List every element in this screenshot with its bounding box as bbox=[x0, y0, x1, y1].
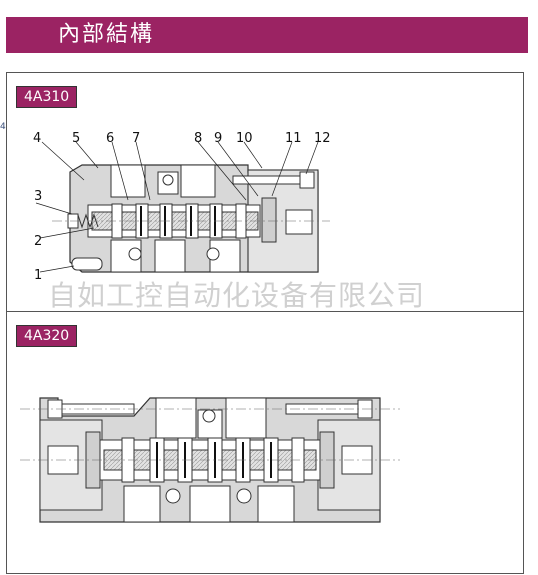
callout-1: 1 bbox=[34, 268, 42, 283]
model-label-4a320: 4A320 bbox=[16, 325, 78, 347]
callout-11: 11 bbox=[285, 131, 302, 146]
model-label-4a310: 4A310 bbox=[16, 86, 78, 108]
section-divider bbox=[7, 311, 523, 312]
callout-4: 4 bbox=[33, 131, 41, 146]
content-frame bbox=[6, 72, 524, 574]
section-title: 內部結構 bbox=[58, 22, 155, 47]
callout-10: 10 bbox=[236, 131, 253, 146]
section-header: 內部結構 bbox=[6, 17, 528, 53]
edge-mark: 4 bbox=[0, 122, 6, 132]
callout-8: 8 bbox=[194, 131, 202, 146]
callout-12: 12 bbox=[314, 131, 331, 146]
callout-9: 9 bbox=[214, 131, 222, 146]
callout-6: 6 bbox=[106, 131, 114, 146]
callout-5: 5 bbox=[72, 131, 80, 146]
callout-7: 7 bbox=[132, 131, 140, 146]
callout-3: 3 bbox=[34, 189, 42, 204]
callout-2: 2 bbox=[34, 234, 42, 249]
watermark-text: 自如工控自动化设备有限公司 bbox=[48, 279, 426, 312]
